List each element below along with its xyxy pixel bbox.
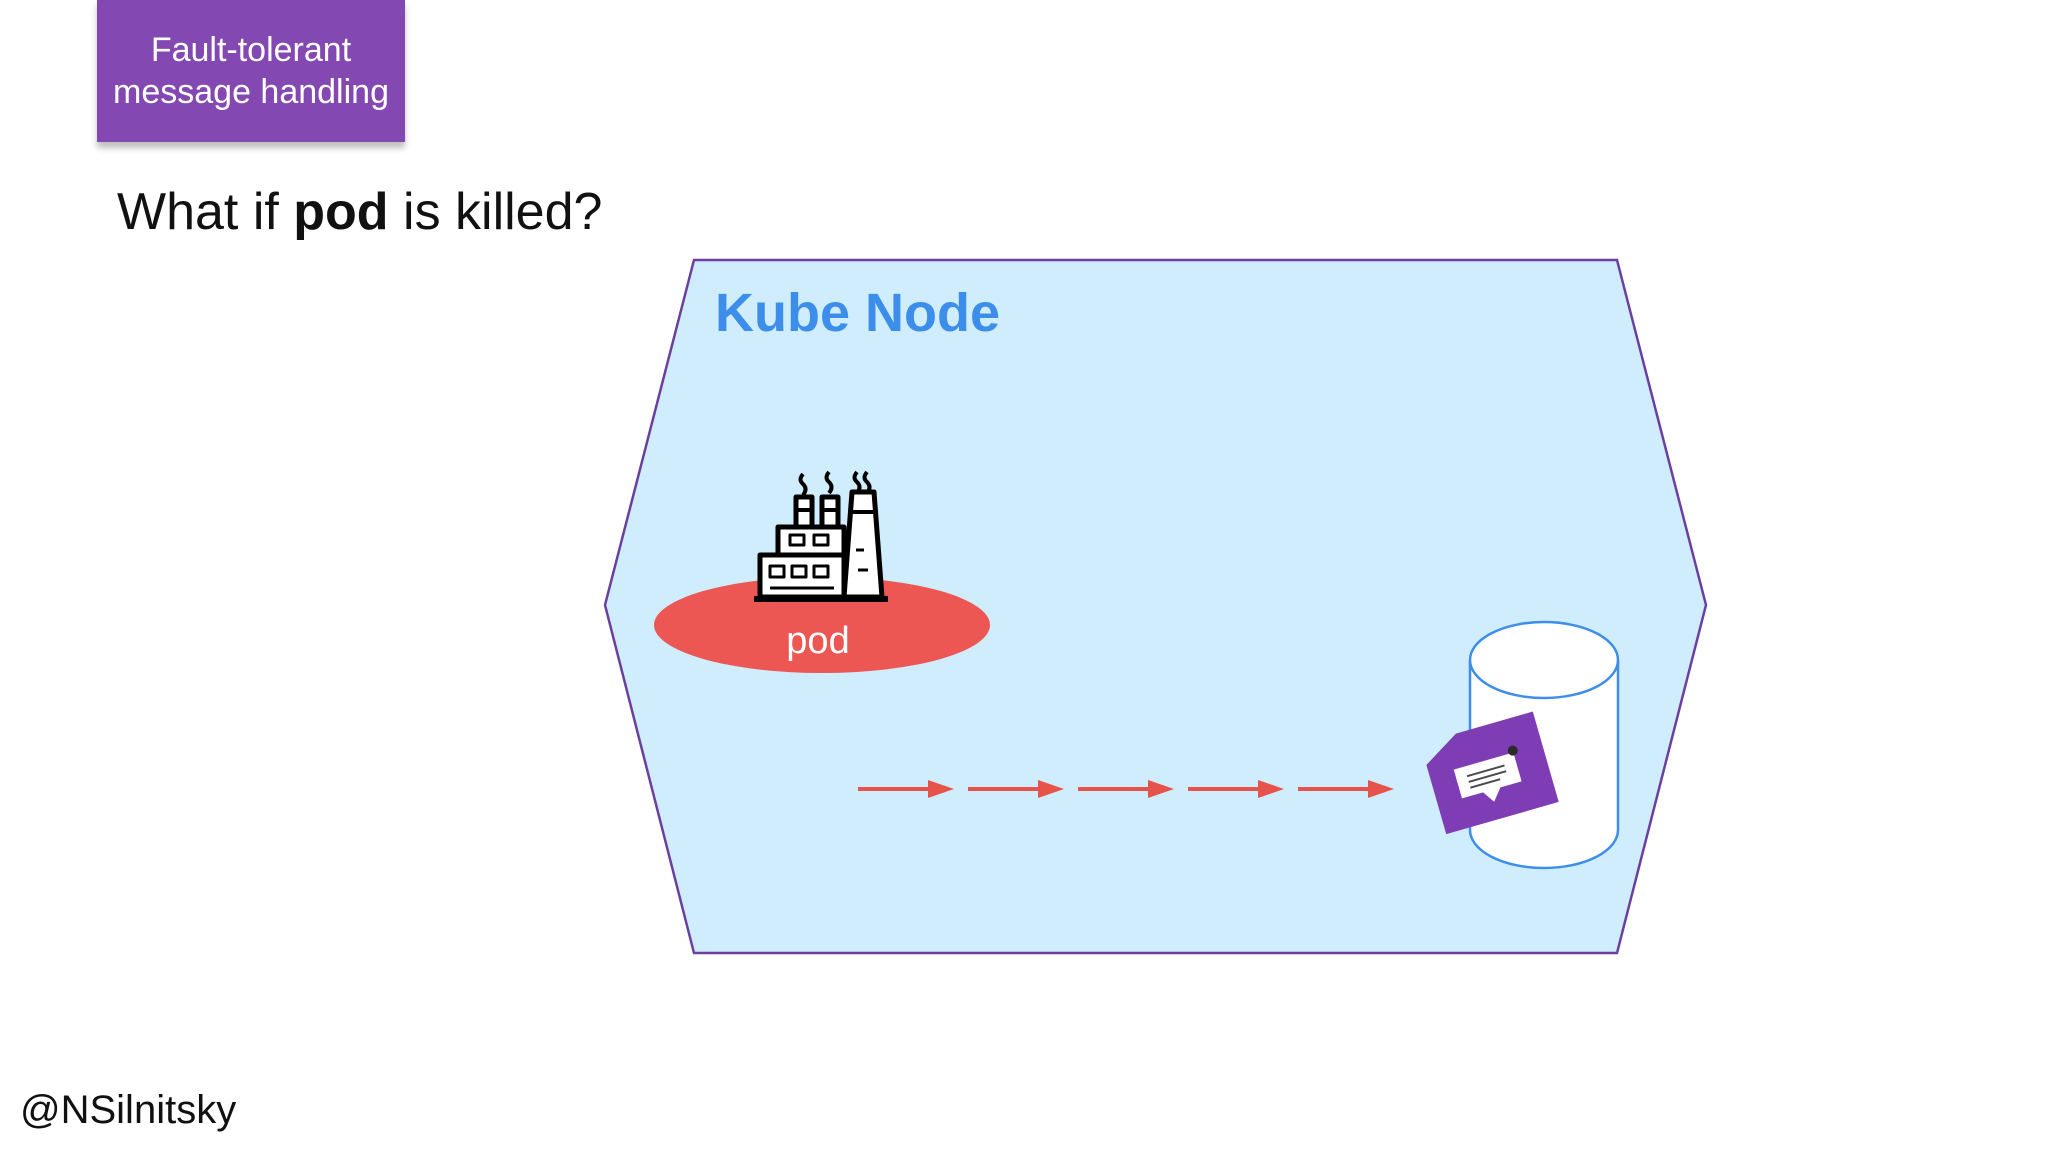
kube-node-label: Kube Node xyxy=(715,283,1000,343)
section-tag-line-2: message handling xyxy=(113,73,389,111)
flow-arrow xyxy=(1078,780,1174,798)
pod-label: pod xyxy=(786,620,849,662)
flow-arrow xyxy=(968,780,1064,798)
pod-ellipse xyxy=(654,577,990,673)
message-flow-arrows xyxy=(858,780,1394,798)
author-handle: @NSilnitsky xyxy=(20,1088,237,1132)
flow-arrow xyxy=(858,780,954,798)
headline-emphasis: pod xyxy=(293,183,389,241)
envelope-icon xyxy=(1426,711,1559,835)
flow-arrow xyxy=(1298,780,1394,798)
section-tag-line-1: Fault-tolerant xyxy=(150,31,352,69)
headline-prefix: What if xyxy=(117,183,294,241)
headline-suffix: is killed? xyxy=(388,183,603,241)
slide-headline: What if pod is killed? xyxy=(117,182,602,242)
flow-arrow xyxy=(1188,780,1284,798)
factory-icon xyxy=(754,470,888,602)
section-tag: Fault-tolerant message handling xyxy=(97,0,405,142)
